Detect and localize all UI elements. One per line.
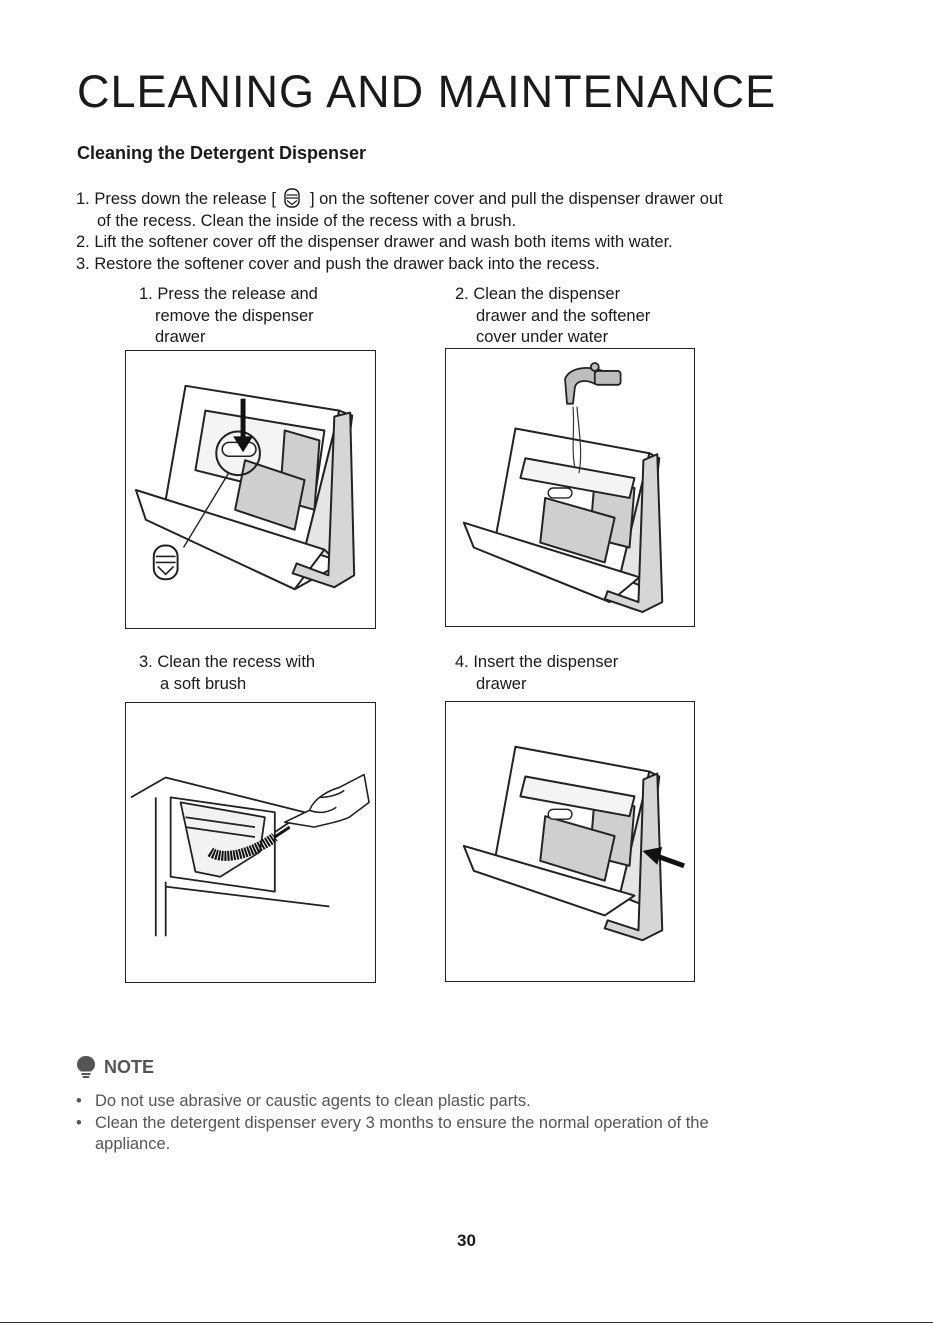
step-1: 1. Press down the release [] on the soft… — [76, 188, 723, 208]
note-heading: NOTE — [76, 1055, 154, 1079]
page-title: CLEANING AND MAINTENANCE — [77, 66, 777, 117]
figure-3-clean-recess — [125, 702, 376, 983]
figure-2-wash-drawer — [445, 348, 695, 627]
note-list: • Do not use abrasive or caustic agents … — [76, 1091, 709, 1156]
page-number: 30 — [457, 1231, 476, 1250]
drawer-removal-illustration — [134, 384, 356, 591]
figure-2-caption: 2. Clean the dispenser drawer and the so… — [455, 285, 651, 346]
instruction-steps: 1. Press down the release [] on the soft… — [76, 188, 876, 275]
section-title: Cleaning the Detergent Dispenser — [77, 143, 367, 163]
step-1-continued: of the recess. Clean the inside of the r… — [97, 211, 517, 230]
hand-icon — [283, 773, 370, 828]
step-2: 2. Lift the softener cover off the dispe… — [76, 233, 673, 251]
release-button-closeup-icon — [152, 544, 179, 581]
recess-cleaning-illustration — [130, 773, 370, 937]
push-arrow-icon — [642, 846, 685, 869]
figure-4-insert-drawer — [445, 701, 695, 982]
figure-3-caption: 3. Clean the recess with a soft brush — [139, 653, 316, 693]
faucet-icon — [564, 362, 622, 405]
step-3: 3. Restore the softener cover and push t… — [76, 254, 600, 273]
note-item: • Do not use abrasive or caustic agents … — [76, 1092, 531, 1110]
note-item-continued: appliance. — [95, 1135, 171, 1153]
figure-4-caption: 4. Insert the dispenser drawer — [455, 653, 619, 693]
lightbulb-icon — [77, 1056, 95, 1078]
brush-icon — [207, 825, 291, 861]
figure-1-caption: 1. Press the release and remove the disp… — [139, 285, 318, 346]
note-item: • Clean the detergent dispenser every 3 … — [76, 1113, 709, 1132]
figure-1-press-release — [125, 350, 376, 629]
drawer-washing-illustration — [462, 362, 664, 613]
bottom-rule — [0, 1322, 933, 1323]
drawer-insertion-illustration — [462, 745, 685, 942]
release-button-icon — [284, 188, 300, 208]
